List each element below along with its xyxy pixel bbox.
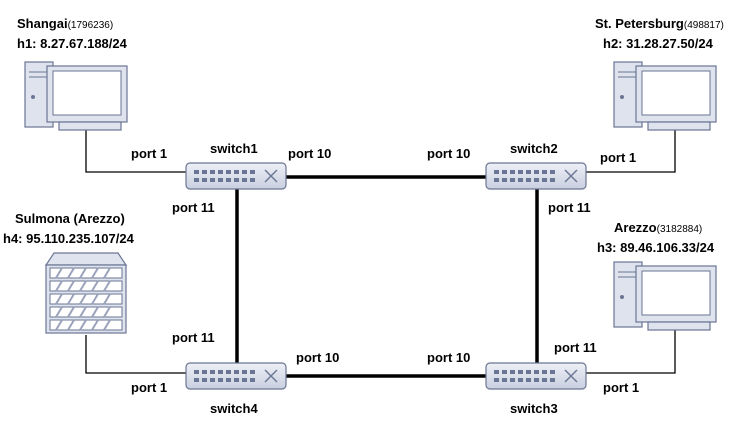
switch2-label: switch2 (510, 141, 558, 156)
h4-address-label: h4: 95.110.235.107/24 (3, 231, 135, 246)
h3-city-label: Arezzo(3182884) (614, 220, 702, 235)
switch2-port10-label: port 10 (427, 146, 470, 161)
trunk-links (235, 175, 539, 378)
h2-city-label: St. Petersburg(498817) (595, 16, 724, 31)
h1-address-label: h1: 8.27.67.188/24 (17, 36, 128, 51)
switch1-port11-label: port 11 (172, 200, 215, 215)
switch3-port11-label: port 11 (554, 340, 597, 355)
pc-h2-icon[interactable] (613, 61, 717, 131)
switch4-label: switch4 (210, 401, 258, 416)
access-links (85, 130, 676, 374)
link-h2-switch2 (586, 130, 676, 173)
switch2-icon[interactable] (485, 162, 587, 190)
switch1-icon[interactable] (185, 162, 287, 190)
h3-address-label: h3: 89.46.106.33/24 (597, 240, 715, 255)
switch3-port1-label: port 1 (603, 380, 639, 395)
switch1-port1-label: port 1 (131, 146, 167, 161)
h1-city-label: Shangai(1796236) (17, 16, 113, 31)
link-h3-switch3 (586, 330, 676, 374)
switch4-icon[interactable] (185, 362, 287, 390)
switch4-port10-label: port 10 (296, 350, 339, 365)
link-h1-switch1 (85, 130, 186, 173)
switch3-port10-label: port 10 (427, 350, 470, 365)
switch3-icon[interactable] (485, 362, 587, 390)
link-h4-switch4 (85, 335, 186, 374)
switch4-port11-label: port 11 (172, 330, 215, 345)
pc-h1-icon[interactable] (24, 61, 128, 131)
switch1-label: switch1 (210, 141, 258, 156)
pc-h3-icon[interactable] (613, 261, 717, 331)
h4-city-label: Sulmona (Arezzo) (15, 211, 125, 226)
switch2-port11-label: port 11 (548, 200, 591, 215)
h2-address-label: h2: 31.28.27.50/24 (603, 36, 714, 51)
switch2-port1-label: port 1 (600, 150, 636, 165)
switch3-label: switch3 (510, 401, 558, 416)
switch4-port1-label: port 1 (131, 380, 167, 395)
switch1-port10-label: port 10 (288, 146, 331, 161)
server-h4-icon[interactable] (44, 252, 128, 334)
